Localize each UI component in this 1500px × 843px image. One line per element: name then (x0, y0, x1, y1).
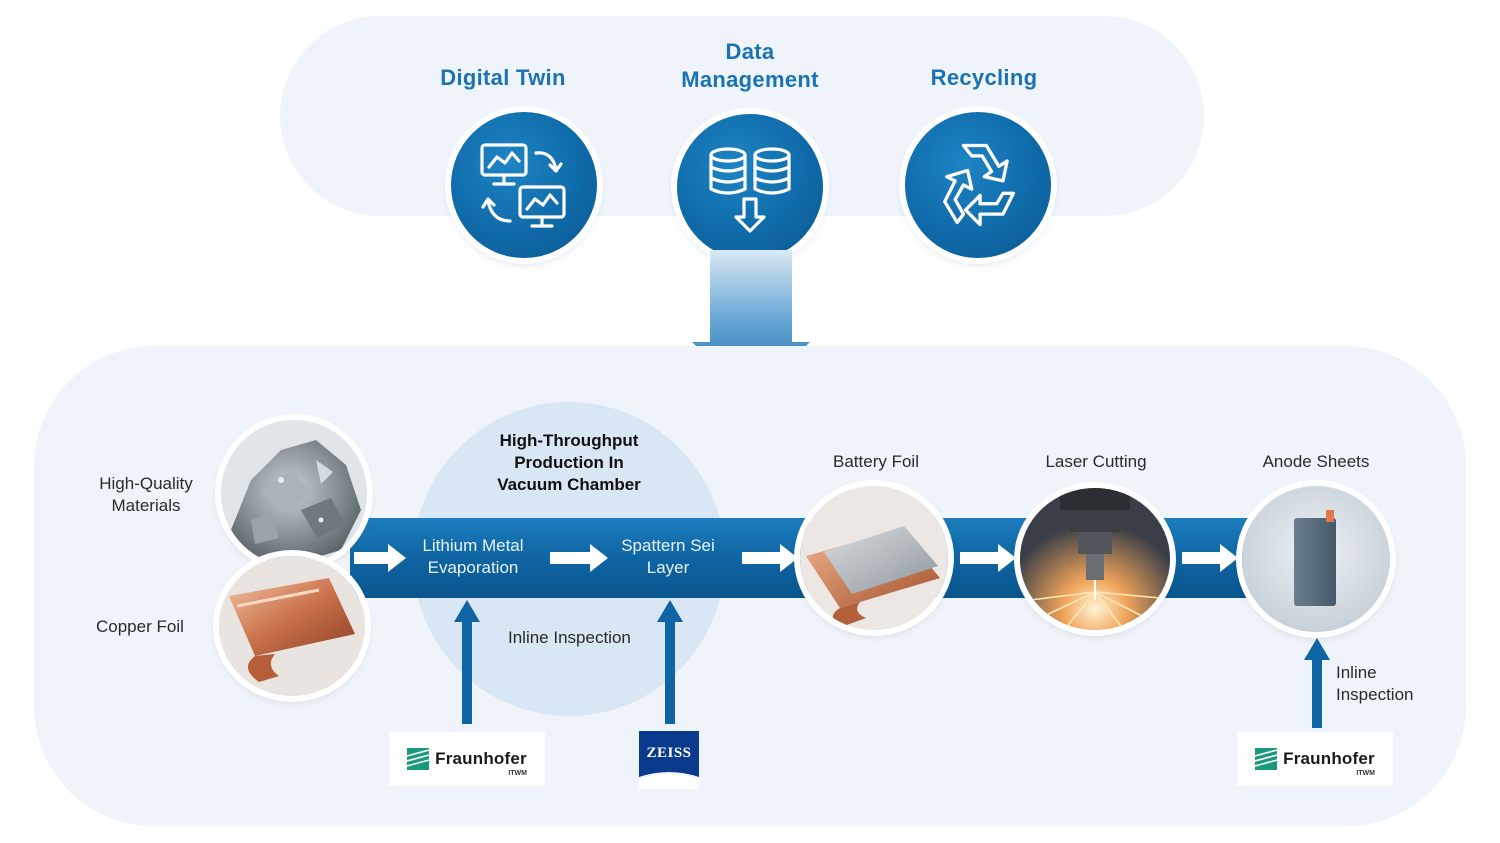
anode-sheets-photo (1242, 486, 1390, 632)
mineral-rock-image (221, 420, 367, 566)
band-arrow-5 (1182, 544, 1238, 572)
inline-inspection-label-anode: Inline Inspection (1336, 663, 1414, 704)
battery-foil-photo (800, 486, 948, 630)
step-sei-layer: Spattern Sei Layer (621, 536, 715, 577)
data-management-disc (677, 114, 823, 260)
battery-foil-image (800, 486, 948, 630)
zeiss-logo: ZEISS (639, 731, 699, 789)
anode-sheet-image (1242, 486, 1390, 632)
copper-foil-photo (219, 556, 365, 696)
inline-inspection-label-chamber: Inline Inspection (508, 628, 631, 647)
data-management-label: Data Management (681, 39, 819, 92)
recycling-label: Recycling (930, 65, 1038, 90)
fraunhofer-logo-anode: Fraunhofer ITWM (1237, 732, 1393, 786)
laser-cutting-label: Laser Cutting (1045, 452, 1147, 471)
recycling-disc (905, 112, 1051, 258)
recycling-icon (943, 143, 1016, 227)
band-arrow-4 (960, 544, 1016, 572)
step-lithium-evaporation: Lithium Metal Evaporation (422, 536, 524, 577)
digital-twin-label: Digital Twin (440, 65, 566, 90)
fraunhofer-mark-icon (1255, 748, 1278, 770)
battery-foil-label: Battery Foil (833, 452, 919, 471)
band-arrow-2 (550, 544, 608, 572)
inspection-arrow-sei (657, 600, 683, 724)
copper-foil-label: Copper Foil (96, 617, 184, 636)
laser-cutter-image (1020, 488, 1170, 630)
digital-twin-icon (480, 143, 566, 228)
materials-photo (221, 420, 367, 566)
inspection-arrow-evaporation (454, 600, 480, 724)
copper-foil-image (219, 556, 365, 696)
band-arrow-1 (354, 544, 406, 572)
materials-label: High-Quality Materials (99, 474, 193, 515)
chamber-title: High-Throughput Production In Vacuum Cha… (497, 431, 641, 494)
fraunhofer-mark-icon (407, 748, 430, 770)
fraunhofer-logo-chamber: Fraunhofer ITWM (389, 732, 545, 786)
zeiss-badge (639, 731, 699, 789)
laser-cutting-photo (1020, 488, 1170, 630)
digital-twin-disc (451, 112, 597, 258)
inspection-arrow-anode (1304, 638, 1330, 728)
database-download-icon (709, 147, 791, 233)
band-arrow-3 (742, 544, 798, 572)
anode-sheets-label: Anode Sheets (1262, 452, 1370, 471)
